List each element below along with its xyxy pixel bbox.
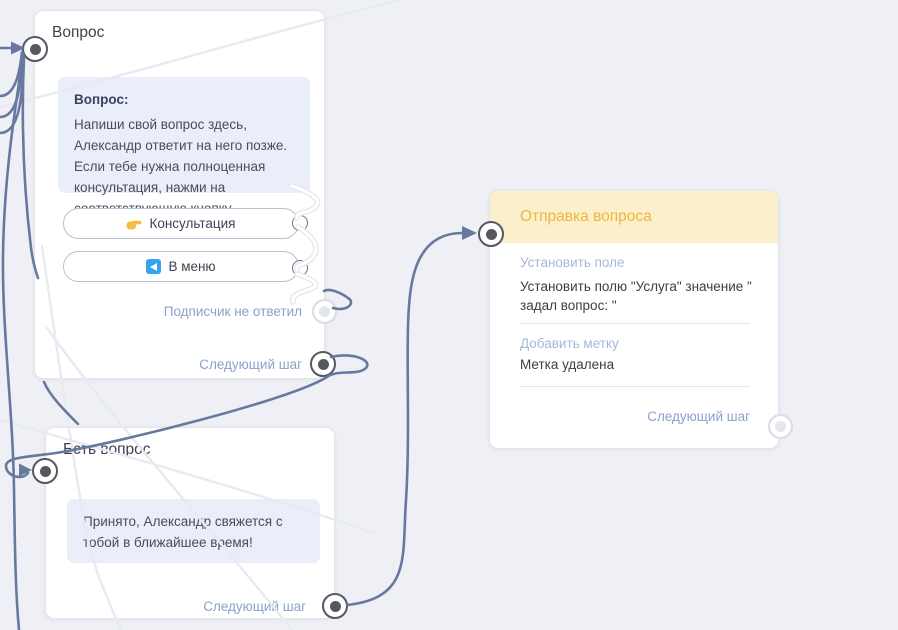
has-question-next-step-port[interactable] bbox=[322, 593, 348, 619]
consultation-button-label: Консультация bbox=[149, 216, 236, 231]
back-arrow-icon bbox=[146, 259, 162, 274]
consultation-button[interactable]: Консультация bbox=[63, 208, 299, 239]
sending-next-step-label: Следующий шаг bbox=[647, 409, 750, 424]
node-question-input-port[interactable] bbox=[22, 36, 48, 62]
divider bbox=[520, 323, 750, 324]
has-question-message-text: Принято, Александр свяжется с тобой в бл… bbox=[83, 514, 283, 550]
node-question-title: Вопрос bbox=[52, 24, 105, 41]
question-message-text: Напиши свой вопрос здесь, Александр отве… bbox=[74, 117, 288, 216]
sending-next-step-port[interactable] bbox=[768, 414, 793, 439]
sending-node-header: Отправка вопроса bbox=[490, 191, 778, 243]
pointing-hand-icon bbox=[126, 217, 142, 231]
add-tag-value: Метка удалена bbox=[520, 357, 615, 372]
node-question[interactable]: Вопрос Вопрос: Напиши свой вопрос здесь,… bbox=[22, 10, 337, 379]
add-tag-label: Добавить метку bbox=[520, 336, 619, 351]
question-message-bubble: Вопрос: Напиши свой вопрос здесь, Алекса… bbox=[58, 77, 310, 216]
node-sending-title: Отправка вопроса bbox=[520, 208, 652, 225]
menu-button-port[interactable] bbox=[292, 260, 308, 276]
has-question-input-port[interactable] bbox=[32, 458, 58, 484]
has-question-message-bubble: Принято, Александр свяжется с тобой в бл… bbox=[67, 499, 320, 563]
question-next-step-label: Следующий шаг bbox=[199, 357, 302, 372]
menu-button[interactable]: В меню bbox=[63, 251, 299, 282]
node-has-question-title: Есть вопрос bbox=[63, 441, 151, 458]
sending-input-port[interactable] bbox=[478, 221, 504, 247]
no-answer-output-label: Подписчик не ответил bbox=[163, 304, 302, 319]
has-question-next-step-label: Следующий шаг bbox=[203, 599, 306, 614]
set-field-label: Установить поле bbox=[520, 255, 625, 270]
divider bbox=[520, 386, 750, 387]
node-has-question[interactable]: Есть вопрос Принято, Александр свяжется … bbox=[32, 427, 348, 619]
node-sending-question[interactable]: Отправка вопроса Установить поле Установ… bbox=[478, 190, 793, 449]
set-field-value: Установить полю "Услуга" значение " зада… bbox=[520, 279, 752, 313]
question-next-step-port[interactable] bbox=[310, 351, 336, 377]
no-answer-output-port[interactable] bbox=[312, 299, 337, 324]
question-message-label: Вопрос: bbox=[74, 92, 129, 107]
menu-button-label: В меню bbox=[168, 259, 216, 274]
consultation-button-port[interactable] bbox=[292, 215, 308, 231]
